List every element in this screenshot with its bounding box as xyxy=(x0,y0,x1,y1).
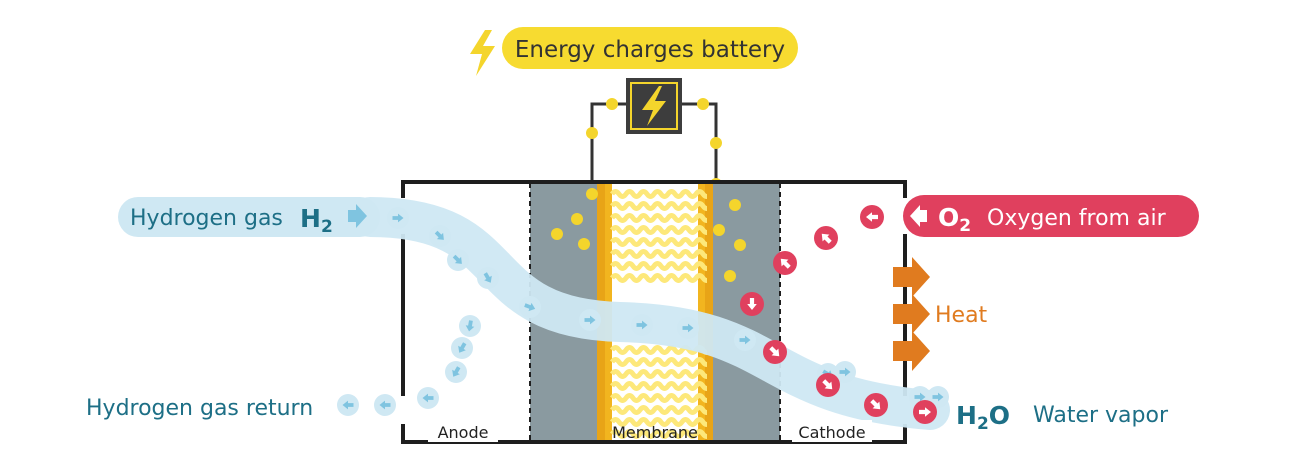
oxygen-particle-icon xyxy=(814,226,838,250)
hydrogen-gas-label: Hydrogen gas xyxy=(130,206,283,231)
oxygen-particle-icon xyxy=(860,205,884,229)
hydrogen-inlet: Hydrogen gas H2 xyxy=(118,197,380,237)
oxygen-inlet-arrow-icon xyxy=(910,205,927,227)
banner-pill xyxy=(502,27,798,69)
cell-housing xyxy=(401,180,907,444)
energy-banner: Energy charges battery xyxy=(470,27,798,76)
h2o-formula: H2O xyxy=(956,401,1010,434)
hydrogen-particle-icon xyxy=(834,361,856,383)
hydrogen-particle-icon xyxy=(734,329,756,351)
hydrogen-particle-icon xyxy=(337,394,359,416)
hydrogen-flow xyxy=(350,197,950,430)
anode-label: Anode xyxy=(438,423,489,442)
hydrogen-gas-return-label: Hydrogen gas return xyxy=(86,396,313,421)
electron xyxy=(586,127,598,139)
inlet-arrow-icon xyxy=(348,204,367,228)
hydrogen-particle-icon xyxy=(677,317,699,339)
o2-formula: O2 xyxy=(938,203,971,236)
oxygen-particle-icon xyxy=(816,373,840,397)
hydrogen-particle-icon xyxy=(631,314,653,336)
hydrogen-particle-icon xyxy=(429,225,451,247)
water-vapor-label: Water vapor xyxy=(1033,403,1169,428)
oxygen-particle-icon xyxy=(864,393,888,417)
electron-cluster xyxy=(551,188,746,282)
hydrogen-particle-icon xyxy=(417,387,439,409)
oxygen-from-air-label: Oxygen from air xyxy=(987,206,1167,231)
hydrogen-particle-icon xyxy=(477,267,499,289)
external-circuit xyxy=(586,78,722,190)
banner-title: Energy charges battery xyxy=(515,37,785,63)
battery-lightning-icon xyxy=(626,78,682,134)
electron xyxy=(697,98,709,110)
hydrogen-particle-icon xyxy=(387,207,409,229)
hydrogen-particle-icon xyxy=(447,249,469,271)
hydrogen-particle-icon xyxy=(579,309,601,331)
heat-arrow-icon xyxy=(893,257,930,297)
electron xyxy=(606,98,618,110)
hydrogen-particle-icon xyxy=(519,296,541,318)
hydrogen-particle-icon xyxy=(445,361,467,383)
hydrogen-particle-icon xyxy=(451,337,473,359)
hydrogen-particle-icon xyxy=(374,394,396,416)
hydrogen-inlet-pill xyxy=(118,197,380,237)
oxygen-particle-icon xyxy=(763,340,787,364)
electron xyxy=(710,137,722,149)
cathode-label: Cathode xyxy=(798,423,865,442)
water-vapor-output: H2O Water vapor xyxy=(956,401,1169,434)
lightning-bolt-icon xyxy=(470,30,495,76)
heat-arrow-icon xyxy=(893,294,930,334)
oxygen-inlet-pill xyxy=(903,195,1199,237)
heat-arrows xyxy=(893,257,930,371)
oxygen-particle-icon xyxy=(740,292,764,316)
heat-label: Heat xyxy=(935,303,988,328)
oxygen-inlet: O2 Oxygen from air xyxy=(903,195,1199,237)
heat-arrow-icon xyxy=(893,331,930,371)
hydrogen-particle-icon xyxy=(927,386,949,408)
h2-formula: H2 xyxy=(300,204,333,237)
hydrogen-particle-icon xyxy=(459,315,481,337)
membrane-label: Membrane xyxy=(612,423,698,442)
oxygen-particle-icon xyxy=(773,251,797,275)
oxygen-particle-icon xyxy=(913,400,937,424)
